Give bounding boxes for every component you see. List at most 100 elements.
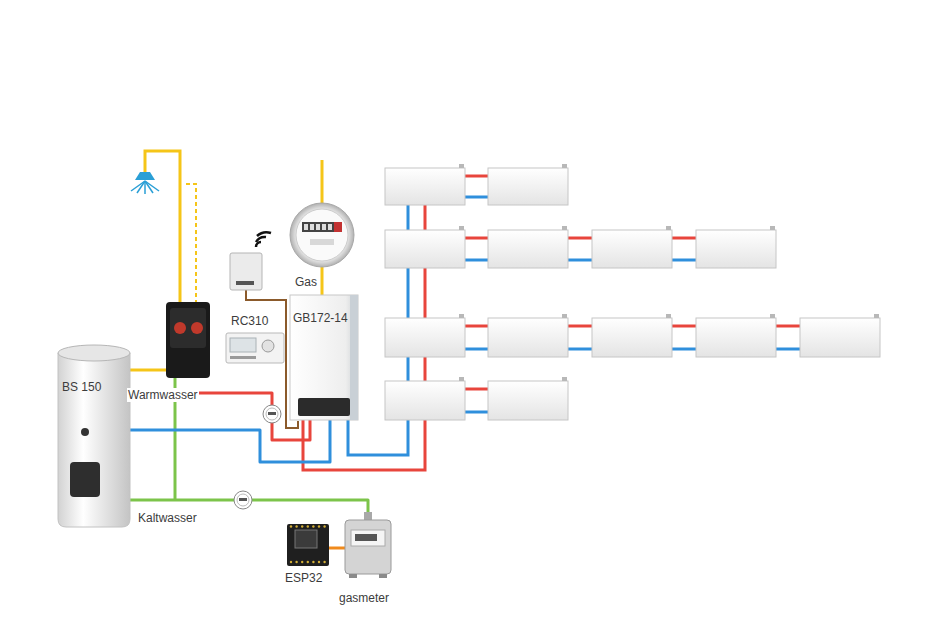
storage-tank-outline (58, 345, 130, 527)
radiator-valve (459, 226, 464, 230)
shower-head (131, 172, 159, 194)
radiator-valve (459, 377, 464, 381)
radiator (488, 230, 568, 268)
radiator-valve (666, 226, 671, 230)
radiator-links (672, 325, 696, 328)
radiator-links (465, 259, 488, 262)
gas-supply-pipe (321, 160, 324, 205)
radiator-links (465, 175, 488, 178)
tank-body (58, 353, 130, 527)
radiator-valve (874, 314, 879, 318)
radiator-valve (562, 226, 567, 230)
node-label: Gas (295, 275, 317, 289)
radiator-valve (770, 226, 775, 230)
gauge-digit (322, 224, 326, 230)
gauge-digit (310, 224, 314, 230)
shower-head (145, 181, 153, 193)
mixing-valve (170, 308, 206, 348)
wifi-gateway (256, 242, 261, 247)
controller-knob (262, 340, 274, 352)
water-meter (237, 494, 249, 506)
shower-head (145, 181, 159, 191)
controller-display (230, 338, 256, 352)
meter-foot (379, 574, 387, 578)
radiator (800, 318, 880, 357)
esp-pin (290, 561, 292, 563)
room-controller-outline (226, 333, 284, 363)
radiator (488, 168, 568, 205)
esp-pin (295, 561, 297, 563)
radiator-valve (459, 164, 464, 168)
radiator-valve (770, 314, 775, 318)
esp-pin (295, 525, 297, 527)
radiator-valve (562, 164, 567, 168)
gauge-rim (290, 203, 354, 267)
radiator-valve (562, 377, 567, 381)
sensor-wire (329, 547, 345, 550)
tank-top (58, 345, 130, 361)
gas-pipe (321, 267, 324, 295)
radiator-links (465, 325, 488, 328)
wifi-gateway (230, 253, 262, 290)
radiator-links (568, 348, 592, 351)
esp-pin (312, 525, 314, 527)
gauge-face (296, 209, 348, 261)
water-meter (234, 491, 252, 509)
gas-meter-outline (345, 512, 391, 578)
tank-flange (70, 462, 100, 497)
radiator-links (465, 388, 488, 391)
gauge-counter-red (334, 222, 342, 232)
esp-pin (318, 525, 320, 527)
radiator-links (776, 325, 800, 328)
radiator (696, 318, 776, 357)
boiler-panel (298, 398, 350, 416)
radiator-valve (459, 164, 879, 381)
radiator-valve (666, 314, 671, 318)
gas-supply-pipe (322, 160, 323, 205)
label-holder: Warmwasser (127, 388, 199, 402)
gauge-digit (316, 224, 320, 230)
gauge-plate (310, 239, 334, 245)
shower-head (131, 181, 159, 194)
gauge-digit (304, 224, 308, 230)
water-meter (263, 405, 281, 423)
radiator-links (465, 237, 488, 240)
gauge-counter (302, 222, 342, 232)
radiator-links (568, 237, 592, 240)
node-label: ESP32 (285, 571, 322, 585)
radiator-links (672, 348, 696, 351)
esp-pin (312, 561, 314, 563)
radiator-links (568, 325, 592, 328)
mixing-valve (191, 322, 203, 334)
radiator (696, 230, 776, 268)
return-pipe (130, 420, 330, 462)
storage-tank: BS 150 (58, 345, 130, 527)
esp-pin (301, 561, 303, 563)
boiler-side (350, 295, 358, 420)
esp-pin (307, 525, 309, 527)
shower-head (131, 181, 145, 191)
esp-pin (318, 561, 320, 563)
label-holder: Kaltwasser (137, 511, 198, 525)
node-label: RC310 (231, 314, 268, 328)
radiator-valve (562, 314, 567, 318)
node-label: gasmeter (339, 591, 389, 605)
gauge-digit (328, 224, 332, 230)
radiator-valve (459, 314, 464, 318)
meter-foot (349, 574, 357, 578)
radiator (592, 318, 672, 357)
radiator (488, 318, 568, 357)
shower-head (135, 172, 155, 180)
boiler-unit: GB172-14 (290, 295, 358, 420)
esp-module (295, 530, 317, 548)
wifi-gateway (257, 232, 271, 236)
water-meter (263, 405, 281, 423)
radiator-links (568, 259, 592, 262)
node-label: GB172-14 (293, 311, 348, 325)
radiator-links (465, 348, 488, 351)
radiator-links (465, 176, 800, 412)
radiator-links (776, 348, 800, 351)
radiator (385, 381, 465, 420)
